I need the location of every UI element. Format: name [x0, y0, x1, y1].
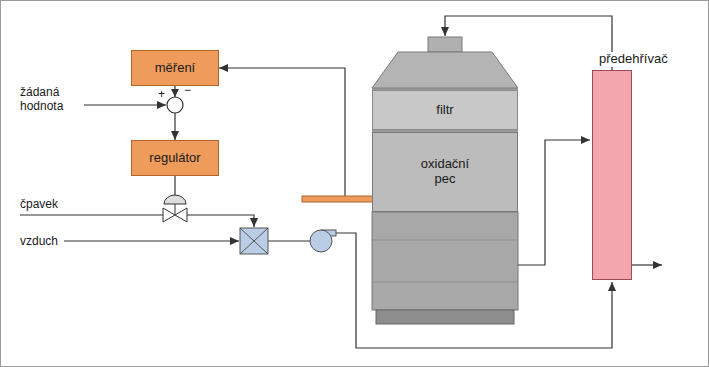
blower-pipe: [336, 233, 612, 348]
node-text: regulátor: [149, 151, 200, 166]
measurement-box: měření: [131, 50, 219, 86]
air-pipe: [64, 240, 239, 241]
hot-air-pipe: [445, 16, 612, 70]
reactor-body: [372, 212, 518, 310]
preheater-box: předehřívač: [592, 70, 632, 280]
junction-arrowhead: [171, 89, 179, 97]
sign-label: +: [158, 87, 165, 101]
reactor-backing: [372, 88, 518, 212]
ammonia-pipe: [20, 214, 163, 215]
setpoint-label: žádaná hodnota: [20, 85, 82, 114]
furnace-band: oxidační pec: [372, 132, 518, 212]
blower-symbol: [310, 230, 332, 252]
mixer-cross: [240, 228, 268, 254]
summing-junction: [167, 97, 183, 113]
controller-box: regulátor: [131, 140, 219, 176]
node-text: filtr: [436, 103, 453, 118]
sign-label: −: [184, 83, 191, 97]
heading-text: předehřívač: [597, 52, 670, 67]
signal-arrow: [219, 68, 372, 199]
valve-body: [175, 208, 187, 222]
mixer-symbol: [240, 228, 268, 254]
valve-body: [163, 208, 175, 222]
reactor-base: [376, 310, 514, 324]
mixer-cross: [240, 228, 268, 254]
valve-actuator: [164, 195, 186, 204]
reactor-hood: [372, 52, 518, 88]
valve-stem: [175, 204, 176, 215]
reactor-seam: [372, 240, 518, 241]
node-text: oxidační pec: [417, 157, 473, 187]
filter-band: filtr: [372, 90, 518, 130]
input-label: čpavek: [20, 197, 58, 211]
mixture-pipe: [268, 240, 310, 241]
reactor-seam: [372, 282, 518, 283]
ammonia-pipe: [187, 215, 254, 227]
reactor-cap: [428, 37, 462, 52]
flue-gas-pipe: [518, 140, 590, 265]
input-label: vzduch: [20, 234, 58, 248]
node-text: měření: [155, 61, 195, 76]
exhaust-pipe: [632, 264, 662, 265]
setpoint-line: [84, 104, 166, 105]
temperature-probe: [302, 196, 376, 202]
